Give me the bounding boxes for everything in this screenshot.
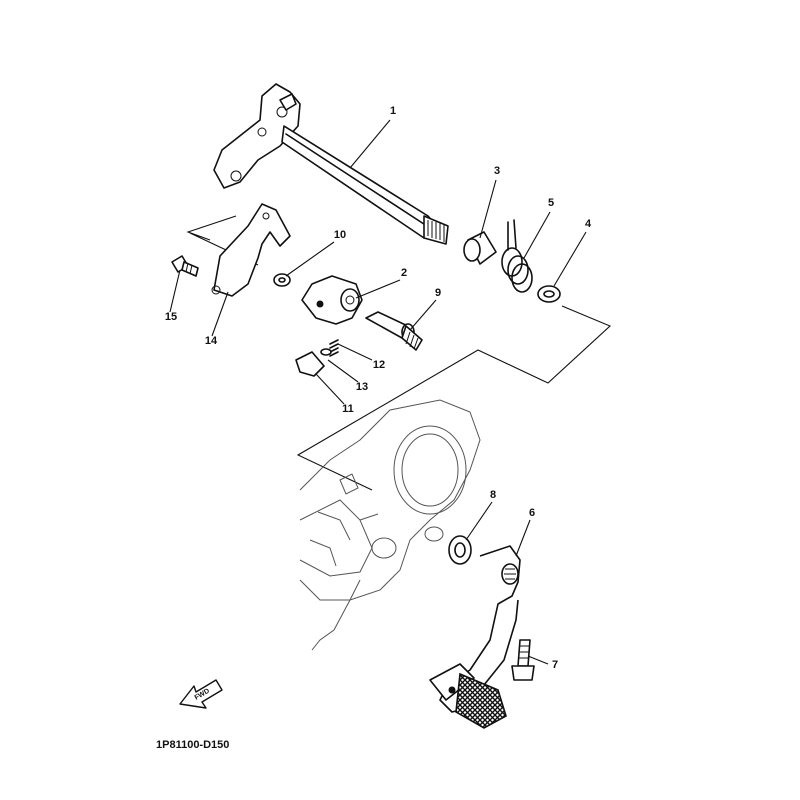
callout-labels: 1 2 3 4 5 6 7 8 9 10 11 12 13 14 15 [165, 105, 592, 671]
stopper-lever-part [301, 275, 363, 325]
callout-4: 4 [585, 218, 592, 230]
callout-10: 10 [334, 229, 346, 241]
callout-8: 8 [490, 489, 496, 501]
callout-5: 5 [548, 197, 554, 209]
collar-part [463, 231, 497, 265]
bolt-part-15 [171, 255, 199, 277]
pedal-bolt-part [511, 639, 535, 681]
callout-9: 9 [435, 287, 441, 299]
leader-lines [169, 119, 587, 665]
callout-12: 12 [373, 359, 385, 371]
callout-13: 13 [356, 381, 368, 393]
roller-part [295, 351, 325, 377]
diagram-code: 1P81100-D150 [156, 739, 229, 751]
callout-3: 3 [494, 165, 500, 177]
oil-seal-part [448, 535, 472, 565]
callout-7: 7 [552, 659, 558, 671]
callout-2: 2 [401, 267, 407, 279]
callout-11: 11 [342, 403, 354, 415]
torsion-spring-part [501, 219, 533, 293]
shift-shaft-part [213, 83, 449, 245]
crankcase-outline [299, 399, 481, 651]
callout-15: 15 [165, 311, 177, 323]
fwd-arrow-icon: FWD [179, 679, 223, 709]
small-spring-part [329, 339, 339, 357]
callout-6: 6 [529, 507, 535, 519]
small-washer-hole [278, 277, 286, 283]
callout-14: 14 [205, 335, 218, 347]
pin-part [320, 348, 332, 356]
plate-part [211, 203, 291, 297]
callout-1: 1 [390, 105, 396, 117]
washer-part [537, 285, 561, 303]
shaft-bolt-part [365, 311, 423, 351]
shift-pedal-part [429, 545, 521, 729]
